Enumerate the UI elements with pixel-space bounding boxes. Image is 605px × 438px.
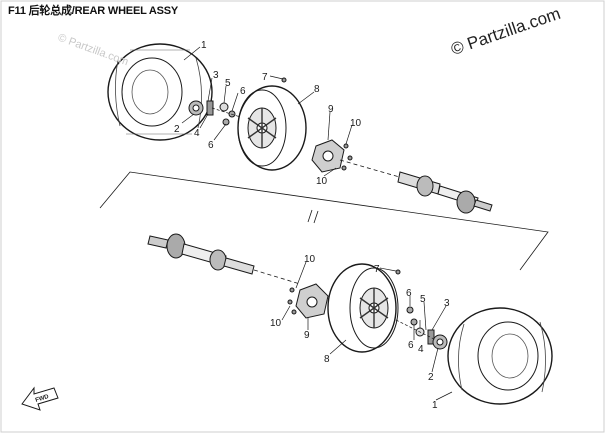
callout-6b-bottom: 6 [408, 340, 414, 351]
page-title: F11 后轮总成/REAR WHEEL ASSY [8, 5, 179, 17]
callout-2-bottom: 2 [428, 372, 434, 383]
axle-bottom [147, 233, 301, 285]
callout-7-top: 7 [262, 72, 268, 83]
fwd-arrow-icon [21, 386, 59, 411]
rim-top [237, 77, 307, 171]
leader-lines [181, 46, 453, 401]
callout-10a-top: 10 [350, 118, 362, 129]
callout-8-top: 8 [314, 84, 320, 95]
callout-8-bottom: 8 [324, 354, 330, 365]
knuckle-top [311, 139, 353, 173]
callout-2-top: 2 [174, 124, 180, 135]
callout-4-bottom: 4 [418, 344, 424, 355]
hub-parts-top [188, 100, 251, 126]
callout-6a-top: 6 [240, 86, 246, 97]
hub-parts-bottom [395, 306, 448, 350]
callout-9-top: 9 [328, 104, 334, 115]
callout-6b-top: 6 [208, 140, 214, 151]
callout-1-bottom: 1 [432, 400, 438, 411]
callout-1-top: 1 [201, 40, 207, 51]
callout-4-top: 4 [194, 128, 200, 139]
callout-5-bottom: 5 [420, 294, 426, 305]
callout-3-top: 3 [213, 70, 219, 81]
tire-bottom [447, 307, 553, 405]
callout-10b-top: 10 [316, 176, 328, 187]
callout-6a-bottom: 6 [406, 288, 412, 299]
fwd-label: FWD [35, 394, 50, 404]
callout-3-bottom: 3 [444, 298, 450, 309]
knuckle-bottom [287, 283, 329, 319]
callout-10a-bottom: 10 [304, 254, 316, 265]
axle-top [339, 159, 493, 214]
callout-5-top: 5 [225, 78, 231, 89]
rim-bottom [327, 263, 401, 353]
separator-frame [99, 171, 549, 271]
callout-10b-bottom: 10 [270, 318, 282, 329]
callout-9-bottom: 9 [304, 330, 310, 341]
tire-top [107, 43, 213, 141]
callouts: 1 2 3 4 5 6 6 7 8 9 10 10 1 2 3 4 5 6 6 … [174, 40, 450, 411]
callout-7-bottom: 7 [374, 264, 380, 275]
